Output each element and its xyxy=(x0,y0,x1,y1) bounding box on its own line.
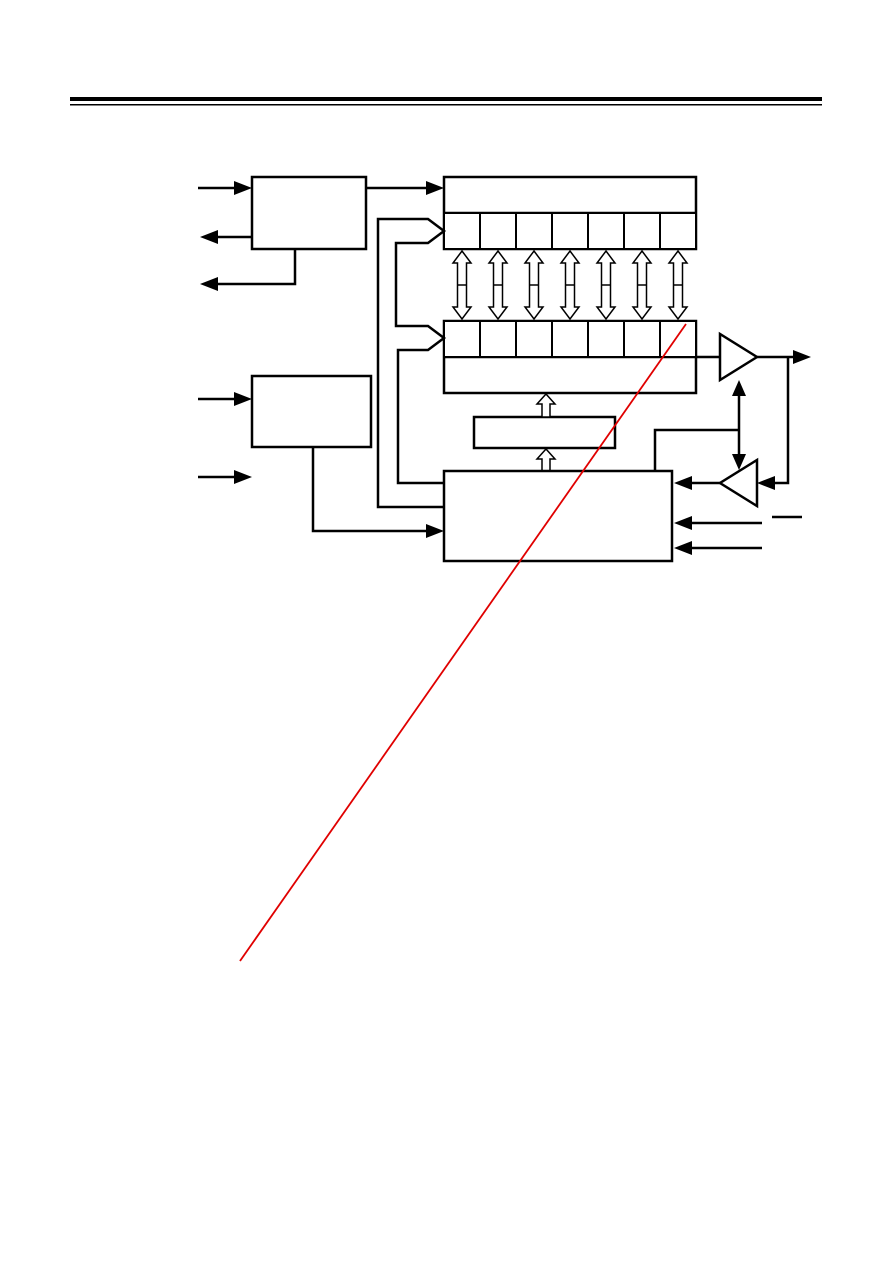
controller-block xyxy=(442,469,674,563)
upper-register-cell xyxy=(551,212,589,250)
lower-register-cell xyxy=(587,320,625,358)
bus-to-upper-register xyxy=(376,217,447,509)
input-output-block xyxy=(250,175,368,251)
upper-register-cell xyxy=(623,212,661,250)
upper-register-cell xyxy=(515,212,553,250)
lower-register-cell xyxy=(479,320,517,358)
control-input-arrow-1 xyxy=(674,515,802,530)
buffer-control-line xyxy=(653,380,746,471)
counter-block xyxy=(472,415,617,450)
header-rule xyxy=(70,97,822,106)
upper-register-cell xyxy=(479,212,517,250)
input-arrow-3 xyxy=(198,470,252,484)
lower-register-cell xyxy=(443,320,481,358)
input-arrow-1 xyxy=(198,181,252,195)
lower-register-cell xyxy=(551,320,589,358)
lower-register-array xyxy=(442,319,698,395)
lower-register-cell xyxy=(515,320,553,358)
output-buffer-icon xyxy=(696,331,811,383)
upper-register-cell xyxy=(659,212,697,250)
output-arrow-1 xyxy=(200,230,252,244)
upper-register-array xyxy=(442,175,698,251)
block-to-top-register-arrow xyxy=(366,181,444,195)
block-to-controller-arrow xyxy=(311,447,444,538)
control-input-block xyxy=(250,374,373,449)
counter-to-register-arrow xyxy=(535,392,557,418)
lower-register-cell xyxy=(623,320,661,358)
transfer-arrows xyxy=(451,249,689,321)
input-buffer-icon xyxy=(674,357,790,509)
upper-register-cell xyxy=(587,212,625,250)
control-input-arrow-2 xyxy=(674,541,762,555)
output-arrow-2 xyxy=(200,249,297,291)
controller-to-counter-arrow xyxy=(535,447,557,472)
input-arrow-2 xyxy=(198,392,252,406)
red-annotation-line xyxy=(239,323,687,962)
upper-register-cell xyxy=(443,212,481,250)
lower-register-cell xyxy=(659,320,697,358)
